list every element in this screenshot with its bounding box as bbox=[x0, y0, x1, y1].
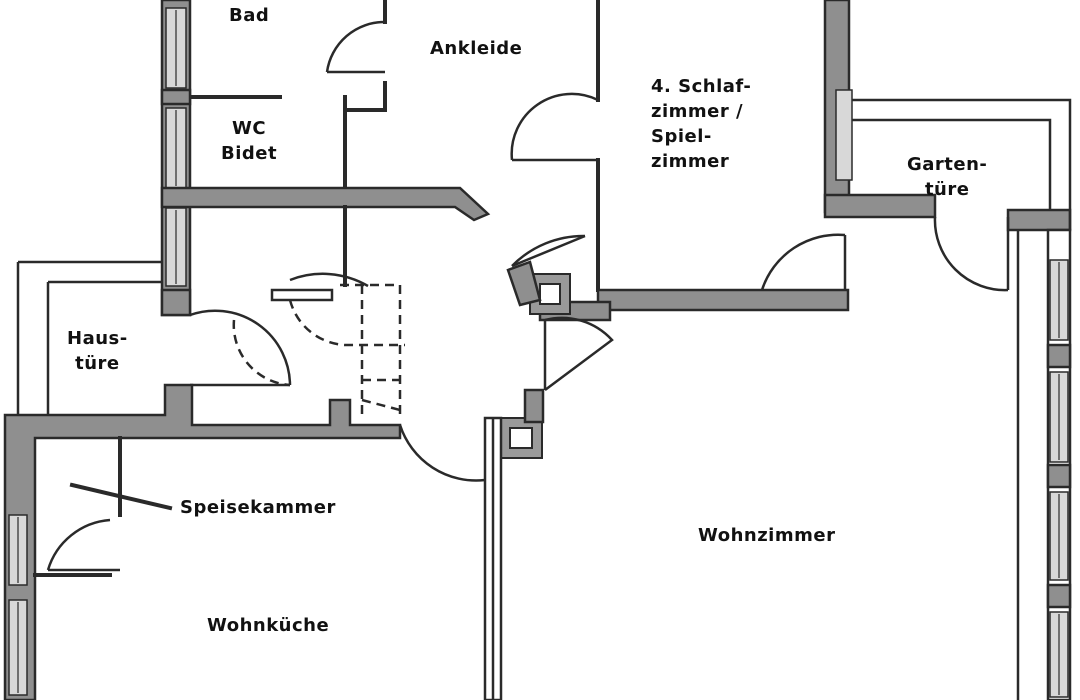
door-wohnzimmer-top bbox=[760, 233, 846, 291]
room-label-gartentuere: Garten- türe bbox=[907, 154, 988, 200]
staircase bbox=[232, 205, 405, 420]
wall-schlaf-bottom bbox=[596, 288, 850, 312]
wall-kueche-top bbox=[3, 383, 402, 700]
door-gartentuere bbox=[933, 216, 1009, 292]
door-hall-curve bbox=[289, 272, 369, 288]
room-label-speisekammer: Speisekammer bbox=[180, 497, 336, 518]
room-label-haustuere: Haus- türe bbox=[67, 328, 128, 374]
room-label-wohnkueche: Wohnküche bbox=[207, 615, 330, 636]
room-label-wc-bidet: WC Bidet bbox=[221, 118, 278, 164]
column-bad-wc bbox=[160, 88, 192, 106]
door-schlafzimmer bbox=[510, 92, 599, 161]
room-label-schlafzimmer: 4. Schlaf- zimmer / Spiel- zimmer bbox=[651, 76, 752, 172]
room-label-ankleide: Ankleide bbox=[430, 38, 523, 59]
wall-hall-top bbox=[160, 186, 491, 222]
door-hall-ankleide bbox=[511, 234, 586, 267]
door-bad bbox=[325, 20, 386, 73]
door-haustuere bbox=[189, 309, 292, 386]
door-kueche-hall bbox=[398, 424, 486, 482]
wall-garten-bottom bbox=[823, 193, 937, 219]
wall-haus-right bbox=[160, 288, 192, 317]
wall-garten-outer bbox=[849, 98, 1072, 230]
door-wohnzimmer-hall bbox=[544, 316, 614, 392]
door-speisekammer bbox=[46, 518, 111, 571]
room-label-wohnzimmer: Wohnzimmer bbox=[698, 525, 836, 546]
room-label-bad: Bad bbox=[229, 5, 270, 26]
